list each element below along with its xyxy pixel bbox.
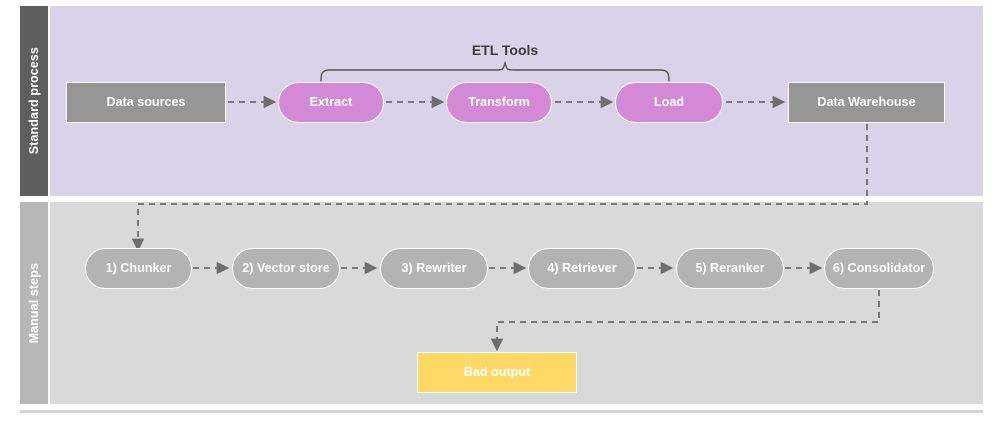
- node-bad-output[interactable]: Bad output: [417, 352, 577, 393]
- node-vector-store-label: 2) Vector store: [242, 261, 330, 276]
- node-bad-output-label: Bad output: [463, 365, 531, 380]
- node-retriever[interactable]: 4) Retriever: [528, 248, 636, 289]
- lane-label-manual-steps-text: Manual steps: [27, 262, 41, 344]
- node-retriever-label: 4) Retriever: [547, 261, 617, 276]
- node-transform[interactable]: Transform: [446, 82, 552, 123]
- node-chunker-label: 1) Chunker: [105, 261, 172, 276]
- node-load-label: Load: [653, 95, 685, 110]
- node-extract[interactable]: Extract: [278, 82, 384, 123]
- node-extract-label: Extract: [309, 95, 353, 110]
- etl-tools-label: ETL Tools: [471, 42, 539, 58]
- lane-label-standard-process: Standard process: [20, 6, 48, 196]
- node-transform-label: Transform: [468, 95, 530, 110]
- node-chunker[interactable]: 1) Chunker: [85, 248, 192, 289]
- node-data-warehouse[interactable]: Data Warehouse: [788, 82, 945, 123]
- node-reranker[interactable]: 5) Reranker: [676, 248, 784, 289]
- node-load[interactable]: Load: [615, 82, 723, 123]
- bottom-divider: [20, 410, 983, 413]
- node-data-warehouse-label: Data Warehouse: [817, 95, 916, 110]
- node-consolidator-label: 6) Consolidator: [832, 261, 926, 276]
- node-reranker-label: 5) Reranker: [695, 261, 765, 276]
- node-data-sources-label: Data sources: [106, 95, 186, 110]
- node-consolidator[interactable]: 6) Consolidator: [824, 248, 934, 289]
- lane-label-manual-steps: Manual steps: [20, 202, 48, 404]
- lane-label-standard-process-text: Standard process: [27, 47, 41, 155]
- node-data-sources[interactable]: Data sources: [66, 82, 226, 123]
- node-rewriter[interactable]: 3) Rewriter: [380, 248, 488, 289]
- node-rewriter-label: 3) Rewriter: [401, 261, 467, 276]
- node-vector-store[interactable]: 2) Vector store: [232, 248, 340, 289]
